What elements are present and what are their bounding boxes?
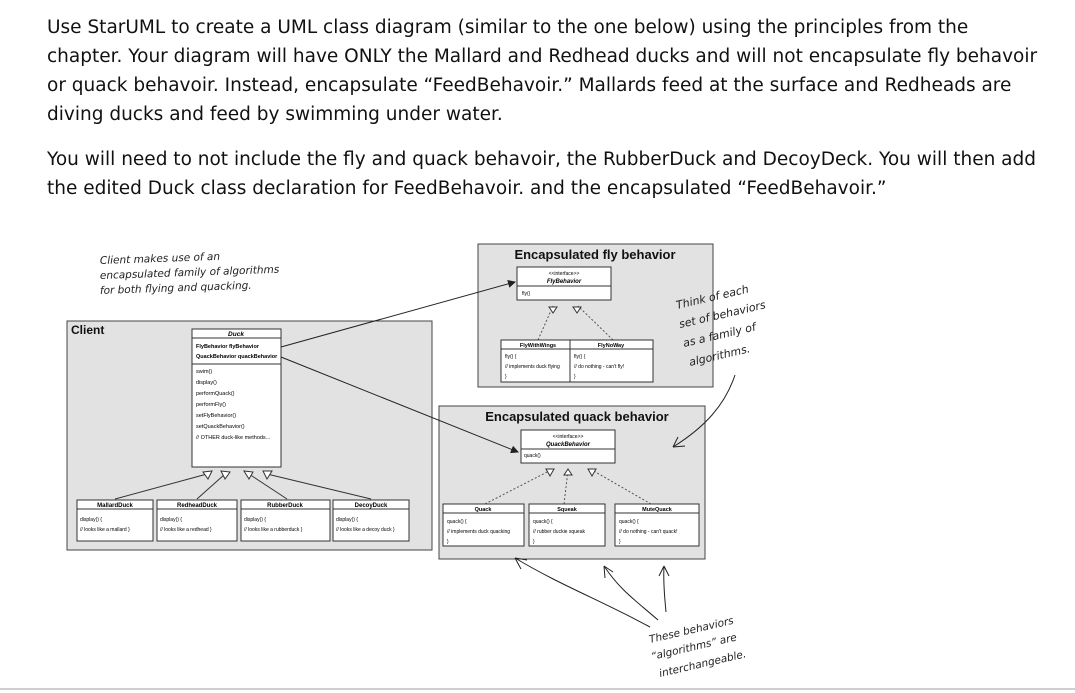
fly-with-wings-class: FlyWithWings fly() { // implements duck … (500, 339, 577, 383)
redhead-duck-class: RedheadDuck display() { // looks like a … (156, 499, 238, 542)
decoy-duck-class: DecoyDuck display() { // looks like a de… (332, 499, 410, 542)
family-handwritten-note: Think of each set of behaviors as a fami… (675, 283, 767, 369)
family-note-arrow (672, 374, 736, 448)
mute-quack-class-line-1: quack() { (619, 519, 639, 525)
quack-class: Quack quack() { // implements duck quack… (442, 503, 525, 547)
instruction-paragraph-2: You will need to not include the fly and… (47, 149, 1037, 199)
quack-interface-op: quack() (524, 453, 541, 459)
quack-class-line-1: quack() { (447, 519, 467, 525)
interchange-note-arrows (514, 557, 670, 628)
mute-quack-class-line-3: } (619, 539, 621, 545)
quack-behavior-interface: <<interface>> QuackBehavior quack() (520, 429, 616, 464)
client-label: Client (71, 323, 104, 337)
client-note-line-2: encapsulated family of algorithms (100, 264, 280, 282)
decoy-duck-line-1: display() { (336, 517, 358, 523)
client-note-line-3: for both flying and quacking. (100, 280, 252, 297)
mute-quack-class: MuteQuack quack() { // do nothing - can'… (614, 503, 700, 547)
mute-quack-class-line-2: // do nothing - can't quack! (619, 529, 678, 535)
duck-method-2: display() (196, 380, 217, 386)
decoy-duck-name: DecoyDuck (355, 503, 388, 509)
fly-no-way-line-2: // do nothing - can't fly! (574, 364, 624, 370)
fly-with-wings-name: FlyWithWings (520, 343, 556, 349)
rubber-duck-name: RubberDuck (267, 503, 303, 509)
instruction-paragraph-1: Use StarUML to create a UML class diagra… (47, 17, 1038, 125)
client-note-line-1: Client makes use of an (100, 251, 221, 267)
fly-with-wings-line-1: fly() { (505, 354, 517, 360)
fly-with-wings-line-2: // implements duck flying (505, 364, 560, 370)
redhead-duck-line-2: // looks like a redhead } (160, 527, 212, 533)
duck-method-3: performQuack() (196, 391, 235, 397)
quack-realization-head-3 (587, 468, 597, 478)
interchangeable-handwritten-note: These behaviors “algorithms” are interch… (648, 615, 747, 680)
quack-realization-head-2 (563, 468, 573, 476)
redhead-duck-line-1: display() { (160, 517, 182, 523)
fly-realization-head-1 (548, 306, 558, 314)
family-note-arrow-head (672, 436, 686, 448)
bottom-divider (0, 688, 1075, 690)
squeak-class-line-3: } (533, 539, 535, 545)
fly-interface-op: fly() (522, 291, 531, 297)
inheritance-lines (114, 470, 372, 500)
fly-no-way-name: FlyNoWay (598, 343, 625, 349)
mallard-duck-line-2: // looks like a mallard } (80, 527, 130, 533)
quack-region-title: Encapsulated quack behavior (485, 409, 669, 424)
mallard-duck-line-1: display() { (80, 517, 102, 523)
fly-realization-head-2 (572, 306, 582, 314)
squeak-class: Squeak quack() { // rubber duckie squeak… (528, 503, 606, 547)
fly-interface-name: FlyBehavior (547, 279, 582, 285)
quack-realization-lines (484, 469, 652, 505)
squeak-class-name: Squeak (557, 507, 578, 513)
duck-method-7: // OTHER duck-like methods... (196, 435, 271, 441)
duck-field-2: QuackBehavior quackBehavior (196, 354, 278, 360)
duck-method-1: swim() (196, 369, 212, 375)
rubber-duck-line-2: // looks like a rubberduck } (244, 527, 303, 533)
duck-method-4: performFly() (196, 402, 226, 408)
duck-class-name: Duck (228, 331, 244, 338)
quack-class-name: Quack (475, 507, 493, 513)
duck-method-5: setFlyBehavior() (196, 413, 236, 419)
fly-no-way-class: FlyNoWay fly() { // do nothing - can't f… (569, 339, 654, 383)
fly-behavior-interface: <<interface>> FlyBehavior fly() (516, 266, 612, 301)
mallard-duck-class: MallardDuck display() { // looks like a … (76, 499, 154, 542)
fly-realization-lines (537, 305, 614, 341)
quack-class-line-2: // implements duck quacking (447, 529, 510, 535)
quack-class-line-3: } (447, 539, 449, 545)
rubber-duck-line-1: display() { (244, 517, 266, 523)
squeak-class-line-1: quack() { (533, 519, 553, 525)
fly-no-way-line-3: } (574, 374, 576, 380)
quack-interface-stereotype: <<interface>> (553, 434, 584, 440)
redhead-duck-name: RedheadDuck (177, 503, 218, 509)
duck-method-6: setQuackBehavior() (196, 424, 245, 430)
quack-realization-head-1 (545, 468, 555, 478)
mallard-duck-name: MallardDuck (97, 503, 133, 509)
rubber-duck-class: RubberDuck display() { // looks like a r… (240, 499, 331, 542)
fly-no-way-line-1: fly() { (574, 354, 586, 360)
fly-interface-stereotype: <<interface>> (549, 271, 580, 277)
squeak-class-line-2: // rubber duckie squeak (533, 529, 585, 535)
fly-with-wings-line-3: } (505, 374, 507, 380)
quack-interface-name: QuackBehavior (546, 442, 591, 448)
mute-quack-class-name: MuteQuack (642, 507, 673, 513)
decoy-duck-line-2: // looks like a decoy duck } (336, 527, 395, 533)
client-handwritten-note: Client makes use of an encapsulated fami… (100, 251, 280, 297)
duck-class: Duck FlyBehavior flyBehavior QuackBehavi… (191, 328, 282, 468)
duck-to-fly-behavior-arrow (280, 280, 516, 348)
duck-to-quack-behavior-arrow (280, 356, 519, 454)
duck-field-1: FlyBehavior flyBehavior (196, 344, 260, 350)
fly-region-title: Encapsulated fly behavior (514, 247, 675, 262)
